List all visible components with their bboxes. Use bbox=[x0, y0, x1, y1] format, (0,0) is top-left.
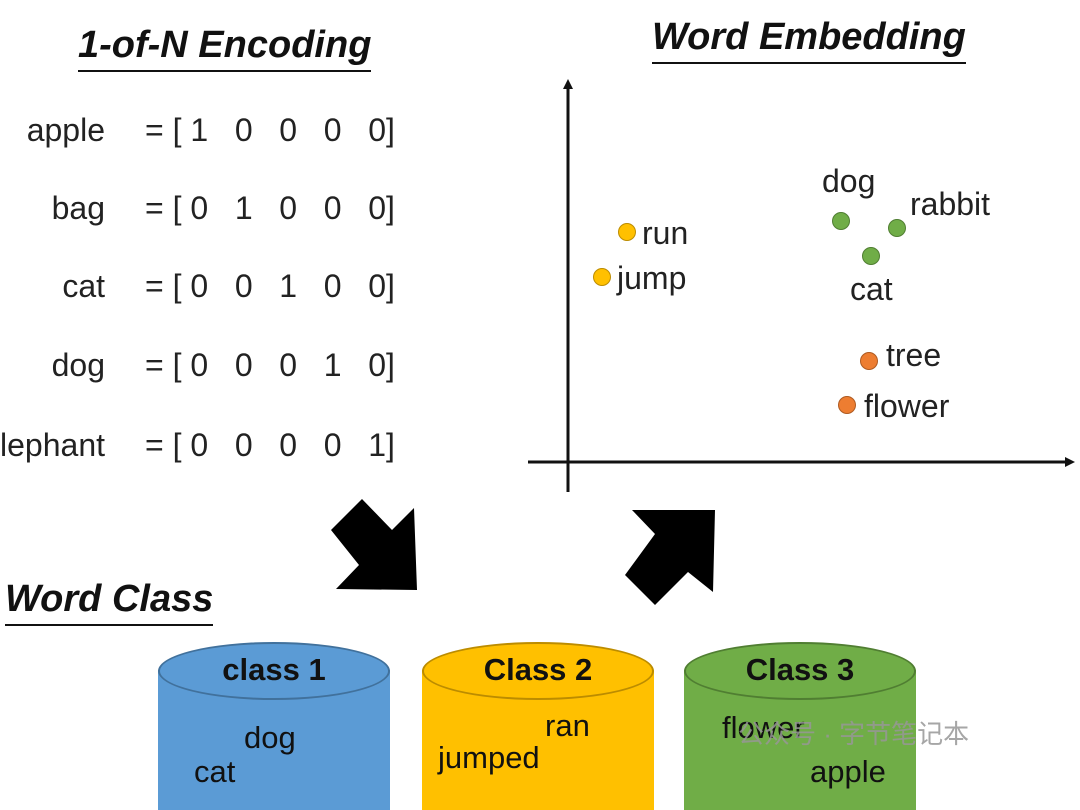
embedding-point-jump: jump bbox=[593, 260, 686, 296]
point-label: rabbit bbox=[910, 186, 990, 222]
point-label: tree bbox=[886, 337, 941, 373]
encoding-word: cat bbox=[62, 268, 105, 304]
point-marker bbox=[618, 223, 636, 241]
embedding-point-flower: flower bbox=[838, 388, 950, 424]
embedding-plot: run jump dog rabbit cat tree flower bbox=[331, 79, 1075, 605]
class-word: flower bbox=[722, 710, 805, 745]
encoding-word: elephant bbox=[0, 427, 105, 463]
class-word: apple bbox=[810, 754, 886, 789]
encoding-word: apple bbox=[26, 112, 105, 148]
point-marker bbox=[888, 219, 906, 237]
encoding-row-apple: apple = [ 1 0 0 0 0] bbox=[0, 110, 1080, 150]
point-marker bbox=[832, 212, 850, 230]
onehot-title: 1-of-N Encoding bbox=[78, 24, 372, 72]
encoding-vector: = [ 0 0 0 0 1] bbox=[145, 427, 395, 463]
class-name: Class 2 bbox=[483, 652, 593, 687]
embedding-point-dog: dog bbox=[822, 163, 875, 230]
point-marker bbox=[860, 352, 878, 370]
point-marker bbox=[862, 247, 880, 265]
word-class-title: Word Class bbox=[5, 578, 214, 626]
encoding-word: dog bbox=[51, 347, 105, 383]
point-label: cat bbox=[850, 271, 893, 307]
class-name: class 1 bbox=[222, 652, 326, 687]
class-name: Class 3 bbox=[745, 652, 855, 687]
embedding-point-tree: tree bbox=[860, 337, 941, 373]
arrow-down-right-icon bbox=[331, 499, 417, 590]
cylinder-top bbox=[684, 642, 916, 700]
embedding-title: Word Embedding bbox=[652, 16, 966, 64]
cylinder-top bbox=[158, 642, 390, 700]
point-label: run bbox=[642, 215, 688, 251]
class-2-cylinder: Class 2 ran jumped bbox=[422, 642, 654, 810]
encoding-row-elephant: elephant = [ 0 0 0 0 1] bbox=[0, 425, 1080, 465]
class-word: ran bbox=[545, 708, 590, 743]
embedding-point-rabbit: rabbit bbox=[888, 186, 990, 237]
encoding-row-cat: cat = [ 0 0 1 0 0] bbox=[0, 266, 1080, 306]
class-1-cylinder: class 1 dog cat bbox=[158, 642, 390, 810]
class-word: dog bbox=[244, 720, 296, 755]
point-label: flower bbox=[864, 388, 950, 424]
watermark: 公众号 · 字节笔记本 bbox=[738, 719, 970, 749]
encoding-row-dog: dog = [ 0 0 0 1 0] bbox=[0, 345, 1080, 385]
class-word: jumped bbox=[438, 740, 540, 775]
encoding-row-bag: bag = [ 0 1 0 0 0] bbox=[0, 188, 1080, 228]
point-marker bbox=[593, 268, 611, 286]
encoding-vector: = [ 0 0 0 1 0] bbox=[145, 347, 395, 383]
encoding-vector: = [ 0 1 0 0 0] bbox=[145, 190, 395, 226]
point-label: dog bbox=[822, 163, 875, 199]
class-word: cat bbox=[194, 754, 236, 789]
cylinder-top bbox=[422, 642, 654, 700]
point-marker bbox=[838, 396, 856, 414]
encoding-vector: = [ 1 0 0 0 0] bbox=[145, 112, 395, 148]
encoding-vector: = [ 0 0 1 0 0] bbox=[145, 268, 395, 304]
point-label: jump bbox=[616, 260, 686, 296]
embedding-point-run: run bbox=[618, 215, 688, 251]
encoding-word: bag bbox=[51, 190, 105, 226]
embedding-point-cat: cat bbox=[850, 247, 893, 307]
arrow-up-right-icon bbox=[625, 510, 715, 605]
